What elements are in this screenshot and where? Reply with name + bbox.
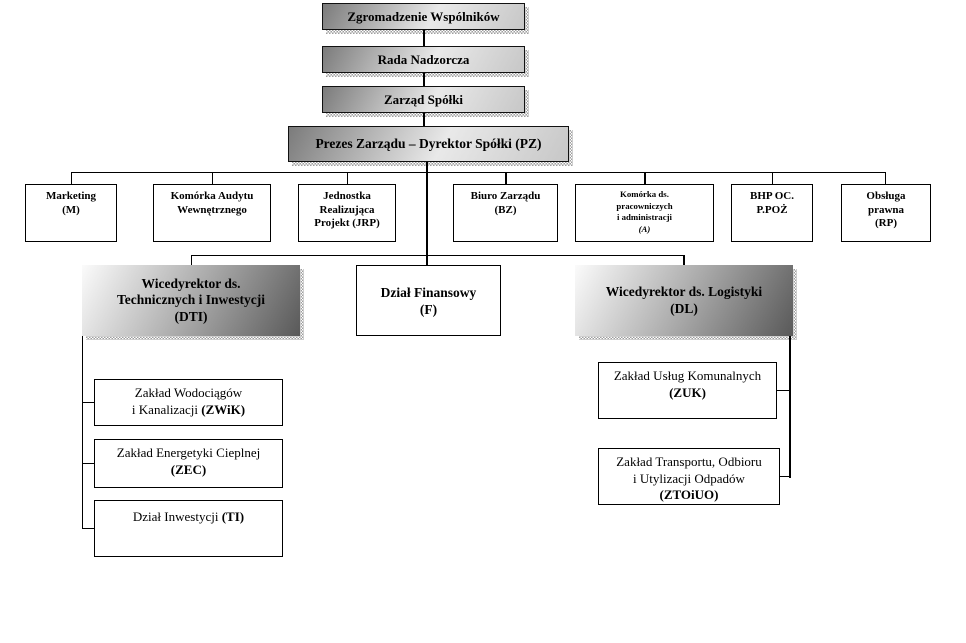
connector-line	[777, 389, 791, 391]
node-label: Prezes Zarządu – Dyrektor Spółki (PZ)	[315, 136, 542, 151]
node-label: Rada Nadzorcza	[377, 51, 470, 67]
node-label: i administracji	[617, 212, 672, 222]
node-label: Komórka ds.	[620, 189, 669, 199]
org-node-zec: Zakład Energetyki Cieplnej (ZEC)	[94, 439, 283, 488]
connector-line	[81, 336, 83, 529]
node-label: (DTI)	[174, 308, 208, 324]
node-label: (RP)	[875, 217, 897, 229]
connector-line	[190, 254, 685, 256]
node-label: (BZ)	[494, 203, 517, 216]
connector-line	[771, 172, 773, 185]
connector-line	[82, 401, 95, 403]
connector-line	[423, 73, 425, 86]
connector-line	[884, 172, 886, 185]
node-label: (DL)	[670, 300, 698, 316]
node-label: Realizująca	[319, 203, 375, 216]
node-label: Biuro Zarządu	[470, 190, 541, 202]
org-node-zarzad-spolki: Zarząd Spółki	[322, 86, 525, 113]
node-label: Zakład Energetyki Cieplnej	[116, 445, 261, 460]
connector-line	[644, 172, 646, 185]
node-label: (ZEC)	[170, 461, 207, 477]
connector-line	[423, 113, 425, 126]
node-label: Jednostka	[323, 190, 371, 202]
connector-line	[789, 336, 791, 478]
connector-line	[426, 161, 428, 265]
node-label: BHP OC.	[749, 190, 794, 202]
node-label: (ZUK)	[669, 384, 706, 400]
node-label: Zgromadzenie Wspólników	[347, 8, 500, 24]
org-node-komorka-audytu: Komórka Audytu Wewnętrznego	[153, 184, 271, 242]
org-node-komorka-pracownicza: Komórka ds. pracowniczych i administracj…	[575, 184, 714, 242]
node-label: Wewnętrznego	[177, 203, 247, 216]
org-node-prezes-zarzadu: Prezes Zarządu – Dyrektor Spółki (PZ)	[288, 126, 569, 162]
org-node-marketing: Marketing (M)	[25, 184, 117, 242]
org-node-ztoiuo: Zakład Transportu, Odbioru i Utylizacji …	[598, 448, 780, 505]
connector-line	[346, 172, 348, 185]
node-label: i Kanalizacji (ZWiK)	[131, 401, 246, 417]
node-label: (M)	[62, 203, 80, 216]
org-node-zwik: Zakład Wodociągów i Kanalizacji (ZWiK)	[94, 379, 283, 426]
connector-line	[423, 30, 425, 46]
node-label: i Utylizacji Odpadów	[633, 470, 745, 486]
node-label: prawna	[867, 203, 905, 216]
org-node-wicedyrektor-dl: Wicedyrektor ds. Logistyki (DL)	[575, 265, 793, 336]
org-node-ti: Dział Inwestycji (TI)	[94, 500, 283, 557]
org-node-zgromadzenie-wspolnikow: Zgromadzenie Wspólników	[322, 3, 525, 30]
org-node-rada-nadzorcza: Rada Nadzorcza	[322, 46, 525, 73]
org-node-bhp: BHP OC. P.POŻ	[731, 184, 813, 242]
connector-line	[780, 475, 791, 477]
org-node-jrp: Jednostka Realizująca Projekt (JRP)	[298, 184, 396, 242]
node-label: (F)	[419, 301, 438, 317]
org-node-biuro-zarzadu: Biuro Zarządu (BZ)	[453, 184, 558, 242]
org-node-obsluga-prawna: Obsługa prawna (RP)	[841, 184, 931, 242]
connector-line	[505, 172, 507, 185]
node-label: P.POŻ	[756, 203, 788, 216]
node-label: Projekt (JRP)	[314, 217, 380, 229]
node-label: Obsługa	[866, 190, 906, 202]
node-label: Wicedyrektor ds.	[141, 275, 241, 291]
org-node-zuk: Zakład Usług Komunalnych (ZUK)	[598, 362, 777, 419]
connector-line	[70, 172, 72, 185]
connector-line	[683, 255, 685, 266]
node-label: Zakład Wodociągów	[134, 385, 243, 400]
connector-line	[211, 172, 213, 185]
node-label: Dział Finansowy	[380, 284, 477, 300]
node-label: Wicedyrektor ds. Logistyki	[605, 284, 763, 299]
connector-line	[71, 171, 886, 173]
node-label: Technicznych i Inwestycji	[117, 292, 265, 308]
node-label: Marketing	[45, 190, 97, 202]
node-label: (A)	[638, 223, 651, 234]
org-node-dzial-finansowy: Dział Finansowy (F)	[356, 265, 501, 336]
connector-line	[82, 462, 95, 464]
node-label: Dział Inwestycji (TI)	[132, 509, 245, 524]
org-node-wicedyrektor-dti: Wicedyrektor ds. Technicznych i Inwestyc…	[82, 265, 300, 336]
node-label: Zakład Usług Komunalnych	[613, 368, 762, 383]
connector-line	[82, 527, 95, 529]
node-label: pracowniczych	[616, 200, 673, 211]
node-label: Zakład Transportu, Odbioru	[616, 454, 762, 469]
node-label: (ZTOiUO)	[659, 487, 719, 502]
node-label: Komórka Audytu	[170, 190, 254, 202]
node-label: Zarząd Spółki	[383, 91, 464, 107]
connector-line	[190, 255, 192, 266]
